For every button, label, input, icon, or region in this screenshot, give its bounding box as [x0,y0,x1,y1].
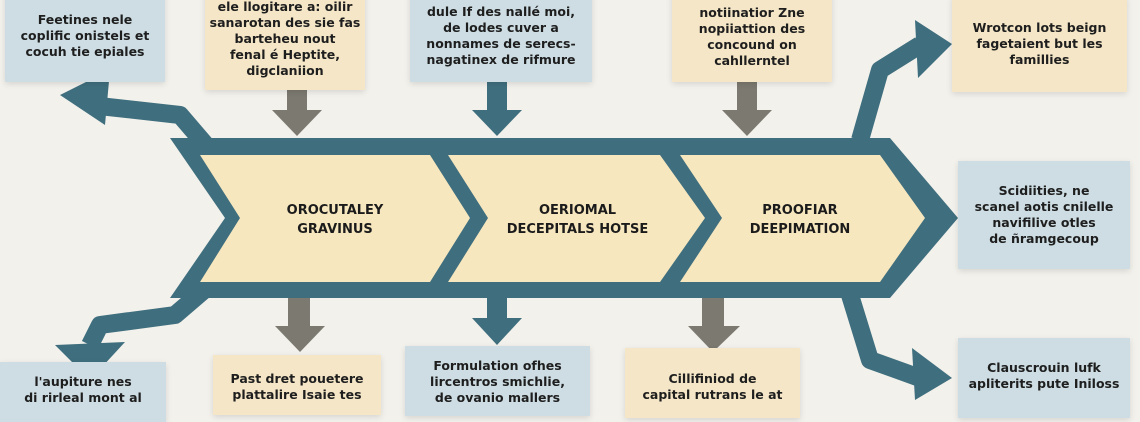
arrow-to-bottom-right [841,292,924,387]
arrowhead-bottom-left [55,342,125,380]
stage-2-chevron [448,155,705,282]
bottom-arrow-3-head [688,326,740,352]
top-down-arrows [272,82,772,136]
bottom-arrow-2-shaft [487,298,507,320]
stage-3-label: PROOFIAR DEEPIMATION [720,190,880,250]
bottom-arrow-3-shaft [702,298,724,328]
right-box-1-text: Scidiities, ne scanel aotis cnilelle nav… [974,183,1114,246]
bottom-box-2: Past dret pouetere plattalire Isaie tes [213,355,381,415]
bottom-box-3: Formulation ofhes lircentros smichlie, d… [405,346,590,416]
bottom-box-4-text: Cillifiniod de capital rutrans le at [642,371,783,402]
bottom-arrow-2-head [472,318,522,345]
bottom-box-1: l'aupiture nes di rirleal mont al [0,362,166,422]
top-arrow-1-shaft [287,90,307,112]
bottom-down-arrows [275,298,740,352]
bottom-box-2-text: Past dret pouetere plattalire Isaie tes [230,371,364,402]
arrowhead-top-left [60,70,110,125]
stage-3-text: PROOFIAR DEEPIMATION [749,203,851,237]
stage-1-text: OROCUTALEY GRAVINUS [286,203,384,237]
stage-2-label: OERIOMAL DECEPITALS HOTSE [485,190,670,250]
bottom-arrow-1-shaft [288,298,310,328]
top-box-2: ele llogitare a: oilir sanarotan des sie… [205,0,365,90]
top-arrow-3-shaft [737,82,757,112]
arrowhead-top-right [915,20,952,78]
top-box-3: dule If des nallé moi, de lodes cuver a … [410,0,592,82]
stage-2-text: OERIOMAL DECEPITALS HOTSE [506,203,649,237]
top-arrow-3-head [722,110,772,136]
top-box-5-text: Wrotcon lots beign fagetaient but les fa… [972,20,1107,67]
top-box-1: Feetines nele coplific onistels et cocuh… [5,0,165,82]
top-box-5: Wrotcon lots beign fagetaient but les fa… [952,0,1127,92]
stage-1-chevron [200,155,470,282]
top-arrow-1-head [272,110,322,136]
top-box-2-text: ele llogitare a: oilir sanarotan des sie… [209,0,361,78]
arrowhead-bottom-right [912,348,952,400]
arrow-to-bottom-left [81,278,216,350]
diagram-graphics [55,20,958,400]
right-box-1: Scidiities, ne scanel aotis cnilelle nav… [958,161,1130,269]
bottom-box-4: Cillifiniod de capital rutrans le at [625,348,800,418]
bottom-box-1-text: l'aupiture nes di rirleal mont al [24,374,142,405]
top-box-3-text: dule If des nallé moi, de lodes cuver a … [426,4,576,67]
top-arrow-2-shaft [487,82,507,112]
top-box-4-text: notiinatior Zne nopiiattion des concound… [698,5,806,68]
top-arrow-2-head [472,110,522,136]
arrow-to-top-right [851,37,925,143]
bottom-box-3-text: Formulation ofhes lircentros smichlie, d… [430,358,565,405]
stage-1-label: OROCUTALEY GRAVINUS [250,190,420,250]
bottom-arrow-1-head [275,326,325,352]
stage-3-chevron [680,155,925,282]
right-box-2: Clauscrouin lufk apliterits pute Iniloss [958,338,1130,418]
top-box-1-text: Feetines nele coplific onistels et cocuh… [20,12,150,59]
top-box-4: notiinatior Zne nopiiattion des concound… [672,0,832,82]
right-box-2-text: Clauscrouin lufk apliterits pute Iniloss [968,360,1120,391]
